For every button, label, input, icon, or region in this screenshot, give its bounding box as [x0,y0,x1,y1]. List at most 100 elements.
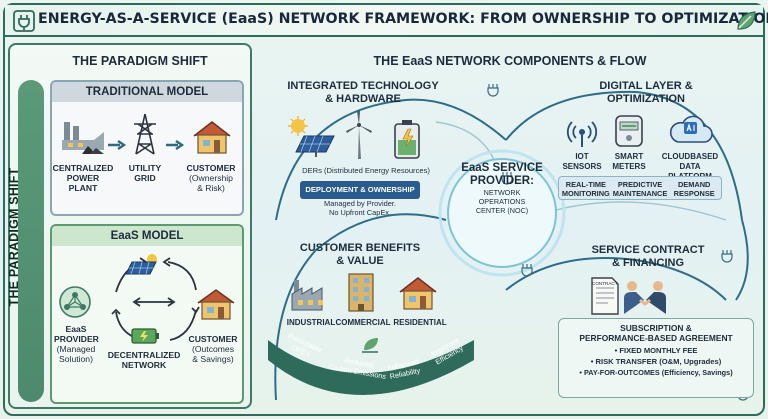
customer-label-line: (Ownership [189,173,233,183]
residential-icon [399,277,437,310]
iot-sensor-icon [566,121,598,147]
tech-heading-line: INTEGRATED TECHNOLOGY [287,80,439,92]
meters-label: SMART METERS [608,152,650,172]
solar-panel-icon [288,116,335,157]
customer-label-line: (Outcomes [191,344,235,354]
page-title: ENERGY-AS-A-SERVICE (EaaS) NETWORK FRAME… [38,11,768,27]
deployment-ownership-ribbon: DEPLOYMENT & OWNERSHIP [300,181,420,199]
noc-center: EaaS SERVICE PROVIDER: NETWORK OPERATION… [452,162,552,215]
contract-bullet: • PAY-FOR-OUTCOMES (Efficiency, Savings) [579,368,733,377]
noc-title-line: EaaS SERVICE [461,162,543,174]
agreement-line: PERFORMANCE-BASED AGREEMENT [579,333,733,343]
digital-heading: DIGITAL LAYER & OPTIMIZATION [576,80,716,105]
power-plant-icon [62,122,104,154]
function-line: PREDICTIVE [617,180,663,189]
managed-note-line: Managed by Provider. [324,199,396,208]
wind-turbine-icon [346,111,372,159]
transmission-tower-icon [134,113,156,155]
industrial-icon [291,280,323,311]
eaas-customer-label: CUSTOMER (Outcomes & Savings) [184,334,242,364]
paradigm-shift-title: THE PARADIGM SHIFT [72,54,208,68]
contract-heading: SERVICE CONTRACT & FINANCING [578,244,718,269]
side-label: THE PARADIGM SHIFT [7,167,21,307]
tech-heading-line: & HARDWARE [325,92,401,105]
network-label-line: NETWORK [121,360,167,370]
house-icon [197,289,235,320]
tech-heading: INTEGRATED TECHNOLOGY & HARDWARE [278,80,448,105]
header-bar [5,5,763,37]
utility-grid-label-line: GRID [134,173,156,183]
outer-frame [3,3,765,416]
iot-label-line: SENSORS [562,162,602,171]
benefits-heading-line: CUSTOMER BENEFITS [299,242,421,254]
solar-panel-icon [125,254,157,275]
utility-grid-label-line: UTILITY [128,163,162,173]
network-components-title: THE EaaS NETWORK COMPONENTS & FLOW [373,54,647,68]
managed-note-line: No Upfront CapEx. [328,208,392,217]
iot-label-line: IOT [575,152,589,161]
cloud-platform-icon [669,115,713,143]
benefits-heading: CUSTOMER BENEFITS & VALUE [290,242,430,267]
contract-heading-line: SERVICE CONTRACT [591,244,705,256]
meters-label-line: SMART [614,152,644,161]
noc-title-line: PROVIDER: [470,174,534,187]
benefits-heading-line: & VALUE [336,254,384,267]
plug-icon [521,264,533,277]
house-icon [193,121,231,154]
leaf-icon [737,11,756,30]
commercial-label: COMMERCIAL [335,318,391,327]
eaas-provider-label-line: (Managed [56,344,96,354]
eaas-provider-label-line: EaaS [65,324,87,334]
customer-label-line: CUSTOMER [188,334,238,344]
eaas-provider-icon [59,286,91,318]
network-label-line: DECENTRALIZED [107,350,181,360]
function-line: RESPONSE [673,189,715,198]
network-flow-curves [274,90,749,401]
contract-document-icon [591,277,619,315]
contract-doc-label: CONTRACT [592,281,618,286]
handshake-icon [624,281,666,314]
agreement-title: SUBSCRIPTION & PERFORMANCE-BASED AGREEME… [559,323,753,343]
iot-label: IOT SENSORS [558,152,606,172]
industrial-label: INDUSTRIAL [286,318,336,327]
power-plant-label: CENTRALIZED POWER PLANT [52,163,114,193]
eaas-provider-label-line: Solution) [59,354,93,364]
function-line: MONITORING [561,189,610,198]
noc-sub-line: NETWORK [483,188,521,197]
customer-label-line: & Risk) [197,183,225,193]
residential-label: RESIDENTIAL [393,318,447,327]
leaf-hand-icon [362,338,378,353]
digital-heading-line: DIGITAL LAYER & [599,80,693,92]
eaas-model-heading: EaaS MODEL [52,226,242,246]
contract-bullet: • RISK TRANSFER (O&M, Upgrades) [590,357,722,366]
traditional-model-heading: TRADITIONAL MODEL [52,82,242,102]
battery-icon [394,120,420,159]
contract-bullet: • FIXED MONTHLY FEE [614,346,698,355]
utility-grid-label: UTILITY GRID [122,163,168,183]
arrow-right-icon [166,140,185,150]
commercial-icon [348,273,374,312]
plug-icon [13,10,35,32]
managed-note: Managed by Provider. No Upfront CapEx. [300,199,420,217]
plug-icon [501,172,513,185]
ders-label: DERs (Distributed Energy Resources) [302,166,430,175]
power-plant-label-line: POWER PLANT [66,173,100,193]
digital-heading-line: OPTIMIZATION [606,92,685,105]
side-bar [18,80,44,402]
agreement-box: SUBSCRIPTION & PERFORMANCE-BASED AGREEME… [558,318,754,398]
arrow-right-icon [108,140,127,150]
contract-heading-line: & FINANCING [611,256,685,269]
agreement-line: SUBSCRIPTION & [620,323,692,333]
customer-label-line: & Savings) [192,354,234,364]
plug-icon [487,84,499,97]
battery-icon [131,328,159,344]
cloud-label-line: CLOUDBASED [661,152,719,161]
decentralized-network-label: DECENTRALIZED NETWORK [104,350,184,370]
function-line: REAL-TIME [565,180,606,189]
noc-sub-line: CENTER (NOC) [475,206,529,215]
smart-meter-icon [615,115,643,147]
